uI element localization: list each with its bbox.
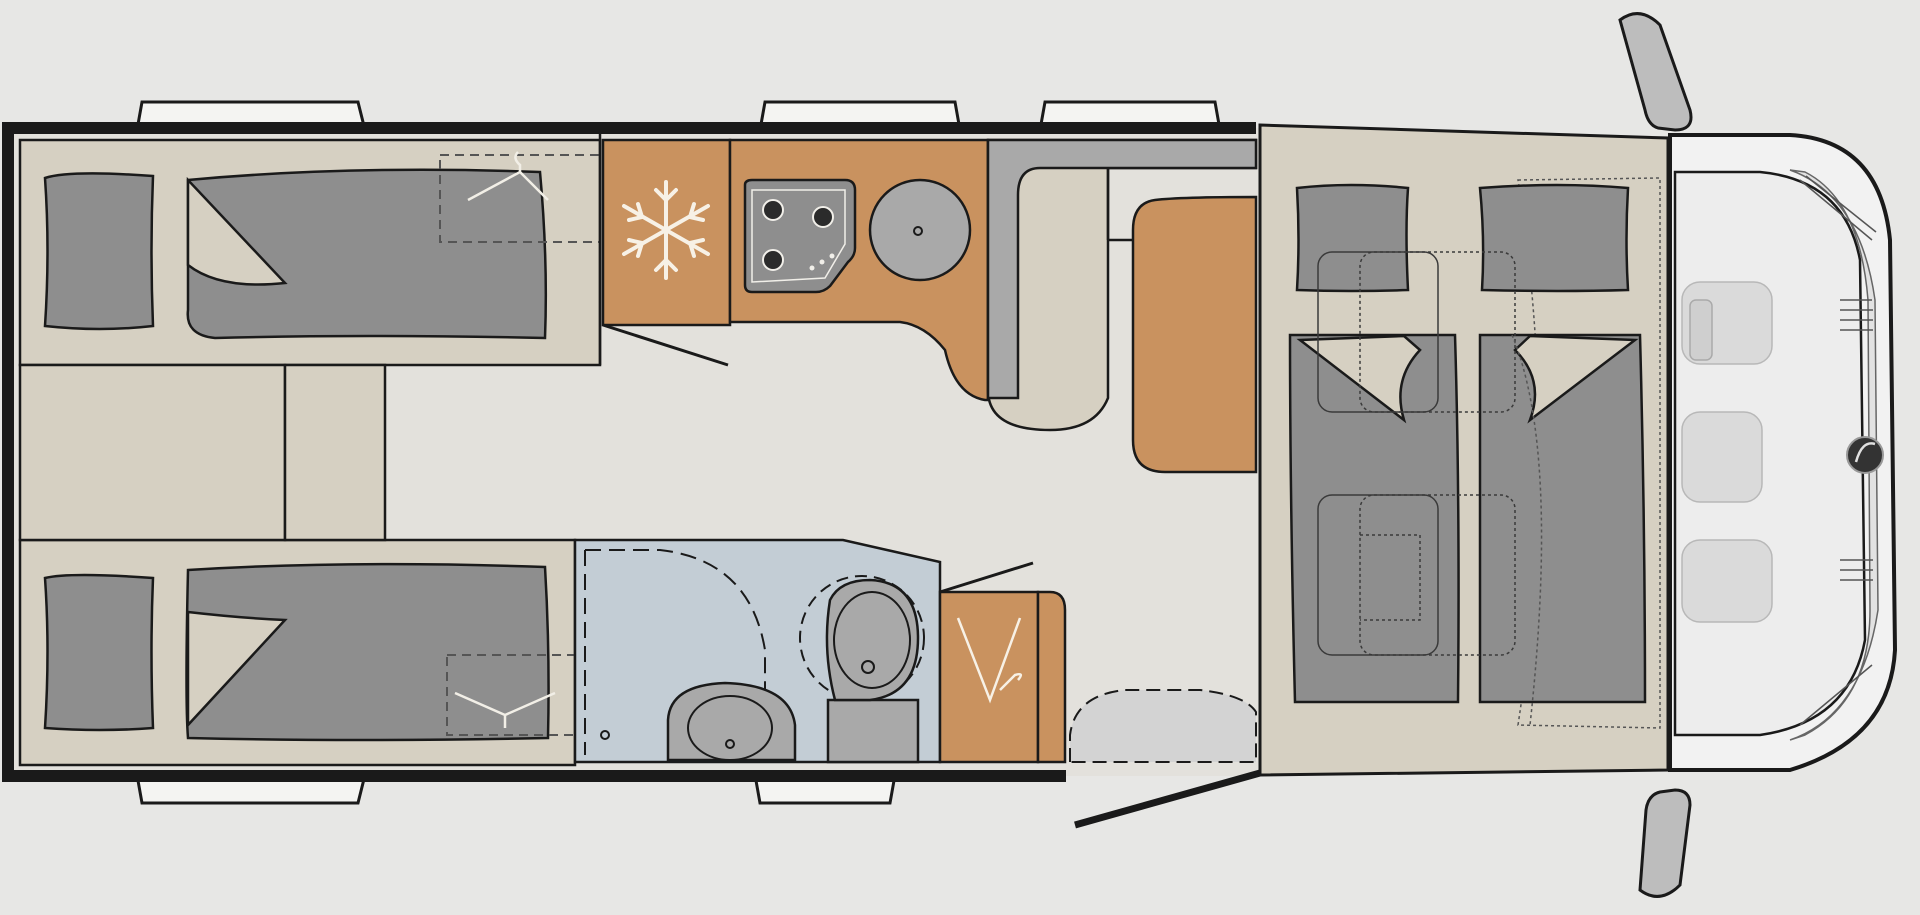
bed-gap-area (18, 363, 387, 542)
rear-bed-bottom (18, 538, 577, 767)
mirror-icon (1638, 788, 1692, 898)
seat-outlines (1317, 251, 1516, 656)
snowflake-icon (622, 180, 710, 280)
rear-bed-top (18, 138, 602, 367)
steering-wheel-icon (1689, 299, 1713, 361)
seat-outline (1359, 251, 1516, 413)
brand-logo-icon (1846, 436, 1884, 474)
cab-seat-bottom (1681, 539, 1773, 623)
brand-logo-mark (1854, 442, 1876, 463)
seat-outline (1359, 494, 1516, 656)
blanket-fold (186, 610, 288, 729)
hob-knob (819, 259, 825, 265)
entrance-step (1069, 689, 1257, 763)
cab-seat-mid (1681, 411, 1763, 503)
slat (1805, 175, 1877, 233)
burner (762, 199, 784, 221)
washbasin-drain (725, 739, 735, 749)
wardrobe (938, 590, 1040, 764)
grille-slats (1799, 175, 1877, 726)
mirror-icon (1618, 12, 1693, 132)
rear-access-step (283, 363, 387, 542)
pillow (1295, 183, 1410, 293)
pillow (1478, 183, 1630, 293)
clothes-hanger-icon (467, 151, 549, 202)
seat-outline (1317, 251, 1439, 413)
slat (1799, 664, 1873, 726)
seat-outline (1360, 534, 1421, 621)
pillow (43, 573, 155, 732)
hob-knob (829, 253, 835, 259)
dining-table (1131, 195, 1258, 474)
bed-edge-curve (1511, 334, 1543, 726)
mattress (1478, 333, 1647, 704)
bathroom-door-swing (939, 561, 1034, 594)
dinette-bench (986, 138, 1258, 432)
entrance-door-swing (1074, 769, 1261, 829)
blanket-fold (186, 176, 288, 286)
sink-drain (913, 226, 923, 236)
washbasin-bowl (687, 695, 773, 761)
wardrobe-side (1036, 590, 1067, 764)
hob-knob (809, 265, 815, 271)
toilet-bowl (833, 591, 911, 689)
hob-icon (743, 178, 857, 294)
blanket-fold (1513, 334, 1639, 424)
blanket-fold (1296, 334, 1422, 424)
cab-windscreen (1789, 169, 1879, 741)
shower-tray-outline (585, 549, 766, 700)
toilet-cistern (826, 698, 920, 764)
burner (762, 249, 784, 271)
hob-plate-inner (751, 189, 846, 283)
mattress (186, 168, 548, 340)
sink-icon (868, 178, 972, 282)
slat (1799, 179, 1873, 241)
burner (812, 206, 834, 228)
fridge-door-swing (602, 323, 729, 367)
rear-storage-step (18, 363, 287, 542)
seat-outline (1317, 494, 1439, 656)
pillow (43, 172, 155, 331)
mattress (1288, 333, 1460, 704)
exterior-wall (2, 122, 1256, 782)
vehicle-cab (1668, 133, 1898, 772)
toilet-drain (861, 660, 875, 674)
clothes-hanger-icon (454, 691, 556, 728)
shower-drain (600, 730, 610, 740)
hob-plate (743, 178, 857, 294)
clothes-hanger-icon (956, 617, 1023, 704)
dinette-backrest (986, 138, 1258, 400)
